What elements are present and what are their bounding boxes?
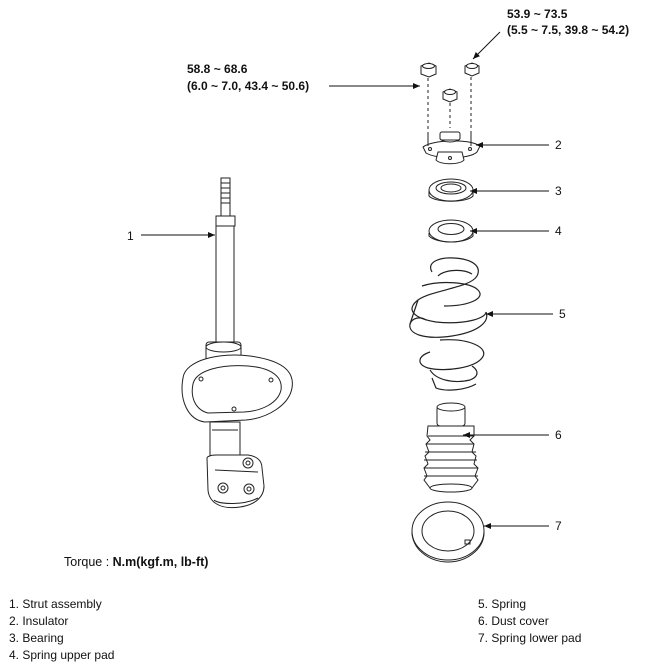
leader-lines — [141, 31, 553, 529]
callout-3: 3 — [555, 184, 562, 198]
legend-item-1: 1. Strut assembly — [9, 597, 102, 611]
callout-1: 1 — [127, 229, 134, 243]
legend-item-3: 3. Bearing — [9, 631, 64, 645]
callout-5: 5 — [559, 307, 566, 321]
torque-unit-line: Torque : N.m(kgf.m, lb-ft) — [64, 555, 208, 569]
callout-7: 7 — [555, 519, 562, 533]
torque-left-detail: (6.0 ~ 7.0, 43.4 ~ 50.6) — [187, 79, 310, 93]
legend-item-5: 5. Spring — [478, 597, 527, 611]
spring-upper-pad-drawing — [428, 219, 474, 243]
nut-drawings — [420, 62, 480, 103]
callout-2: 2 — [555, 138, 562, 152]
torque-unit-value: N.m(kgf.m, lb-ft) — [112, 555, 209, 569]
spring-lower-pad-drawing — [411, 501, 485, 563]
dust-cover-drawing — [423, 402, 479, 493]
stud-guide-lines — [427, 77, 472, 132]
legend-item-4: 4. Spring upper pad — [9, 648, 115, 662]
leader-torque-right — [472, 31, 501, 60]
torque-right-detail: (5.5 ~ 7.5, 39.8 ~ 54.2) — [507, 23, 630, 37]
callout-4: 4 — [555, 224, 562, 238]
legend-item-7: 7. Spring lower pad — [478, 631, 582, 645]
spring-drawing — [409, 257, 488, 391]
legend-item-2: 2. Insulator — [9, 614, 69, 628]
legend-item-6: 6. Dust cover — [478, 614, 549, 628]
torque-right-value: 53.9 ~ 73.5 — [507, 7, 568, 21]
strut-assembly-drawing — [181, 177, 293, 509]
torque-left-value: 58.8 ~ 68.6 — [187, 62, 248, 76]
torque-unit-label: Torque : — [64, 555, 113, 569]
insulator-drawing — [422, 131, 481, 165]
callout-6: 6 — [555, 428, 562, 442]
bearing-drawing — [428, 178, 474, 202]
